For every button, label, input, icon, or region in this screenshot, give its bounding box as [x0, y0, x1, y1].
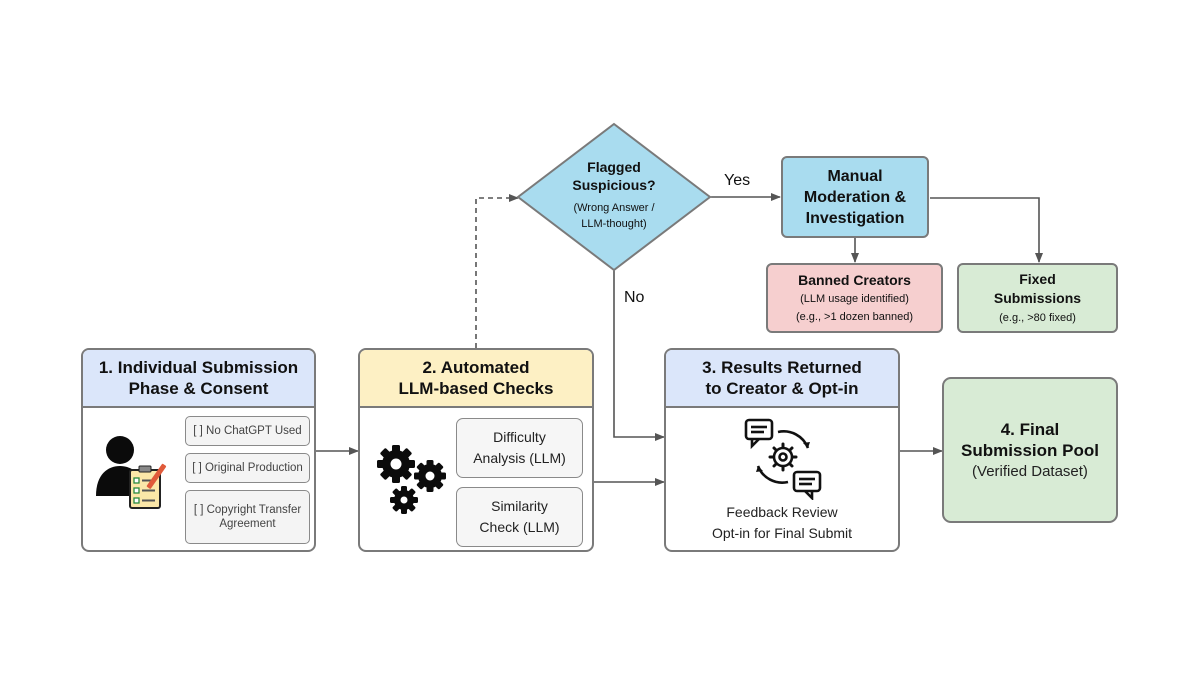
similarity-line2: Check (LLM) [479, 519, 560, 535]
difficulty-line1: Difficulty [493, 429, 546, 445]
no-label: No [624, 289, 645, 306]
manual-moderation-box: Manual Moderation & Investigation [781, 156, 929, 238]
stage1-header: 1. Individual Submission Phase & Consent [83, 350, 314, 408]
banned-detail-line2: (e.g., >1 dozen banned) [795, 311, 914, 323]
decision-text: Flagged Suspicious? (Wrong Answer / LLM-… [548, 158, 680, 232]
final-subtitle: (Verified Dataset) [972, 462, 1088, 480]
decision-title-line2: Suspicious? [572, 177, 656, 193]
fixed-title-line1: Fixed [1019, 271, 1056, 287]
stage1-title-line2: Phase & Consent [128, 379, 269, 398]
manual-line3: Investigation [805, 209, 905, 227]
difficulty-analysis-box: Difficulty Analysis (LLM) [456, 418, 583, 478]
banned-creators-box: Banned Creators (LLM usage identified) (… [766, 263, 943, 333]
manual-line2: Moderation & [803, 188, 907, 206]
stage1-panel: 1. Individual Submission Phase & Consent… [81, 348, 316, 552]
final-title-line2: Submission Pool [961, 440, 1099, 460]
stage3-caption-line2: Opt-in for Final Submit [711, 525, 853, 541]
gears-icon [377, 445, 446, 514]
final-submission-pool: 4. Final Submission Pool (Verified Datas… [942, 377, 1118, 523]
stage3-header: 3. Results Returned to Creator & Opt-in [666, 350, 898, 408]
stage2-header: 2. Automated LLM-based Checks [360, 350, 592, 408]
stage3-panel: 3. Results Returned to Creator & Opt-in [664, 348, 900, 552]
stage2-title-line2: LLM-based Checks [398, 379, 554, 398]
arrow-manual-to-fixed [930, 197, 1043, 263]
check-original-production-label: [ ] Original Production [192, 462, 303, 474]
check-no-chatgpt-label: [ ] No ChatGPT Used [193, 425, 302, 437]
final-title-line1: 4. Final [1000, 419, 1060, 439]
arrow-stage2-to-decision [475, 194, 519, 348]
similarity-line1: Similarity [491, 498, 548, 514]
difficulty-line2: Analysis (LLM) [473, 450, 566, 466]
check-original-production: [ ] Original Production [185, 453, 310, 483]
arrow-decision-no [613, 270, 665, 441]
check-copyright-line1: [ ] Copyright Transfer [193, 504, 302, 516]
check-no-chatgpt: [ ] No ChatGPT Used [185, 416, 310, 446]
user-with-clipboard-icon [96, 436, 167, 509]
yes-label: Yes [724, 172, 751, 189]
banned-title: Banned Creators [798, 272, 911, 288]
stage2-title-line1: 2. Automated [422, 358, 530, 377]
stage3-caption-line1: Feedback Review [726, 504, 838, 520]
stage2-panel: 2. Automated LLM-based Checks [358, 348, 594, 552]
feedback-cycle-icon [744, 418, 822, 500]
decision-detail-line2: LLM-thought) [581, 218, 647, 230]
decision-title-line1: Flagged [587, 159, 641, 175]
check-copyright-transfer: [ ] Copyright Transfer Agreement [185, 490, 310, 544]
fixed-detail: (e.g., >80 fixed) [999, 312, 1076, 324]
similarity-check-box: Similarity Check (LLM) [456, 487, 583, 547]
stage3-title-line1: 3. Results Returned [702, 358, 862, 377]
decision-diamond [516, 122, 712, 272]
fixed-title-line2: Submissions [993, 290, 1082, 306]
check-copyright-line2: Agreement [219, 518, 276, 530]
decision-detail-line1: (Wrong Answer / [573, 202, 655, 214]
stage3-title-line2: to Creator & Opt-in [705, 379, 859, 398]
banned-detail-line1: (LLM usage identified) [800, 293, 909, 305]
manual-line1: Manual [827, 167, 883, 185]
fixed-submissions-box: Fixed Submissions (e.g., >80 fixed) [957, 263, 1118, 333]
stage1-title-line1: 1. Individual Submission [98, 358, 299, 377]
stage3-caption: Feedback Review Opt-in for Final Submit [666, 502, 898, 544]
